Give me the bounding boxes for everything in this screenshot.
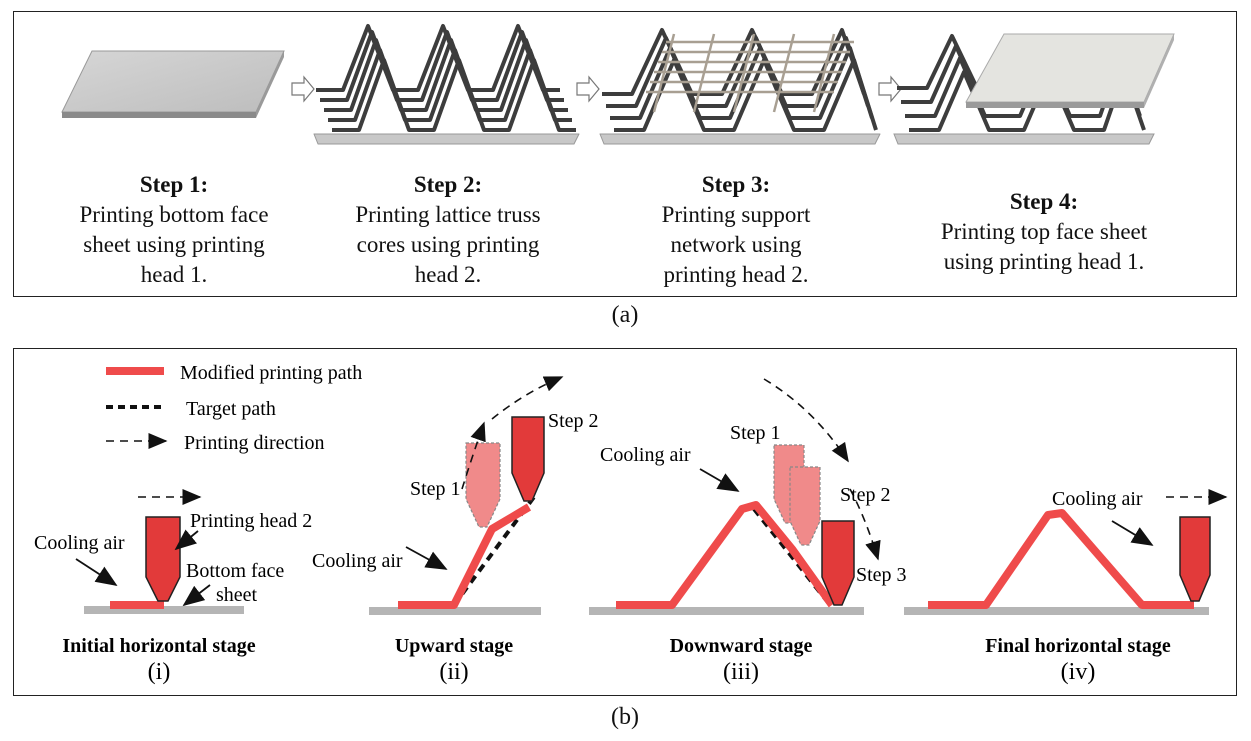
stage-iii: Step 1 Step 2 Step 3 Cooling air Downwar… — [589, 378, 907, 685]
step2-description: Printing lattice truss cores using print… — [355, 202, 541, 287]
stage-i-number: (i) — [148, 659, 171, 685]
stage-iv-cooling-arrow — [1111, 520, 1154, 546]
step2-title: Step 2: — [413, 172, 483, 197]
stage-iii-cooling-arrow — [699, 468, 740, 492]
stage-iii-step2-label: Step 2 — [840, 484, 891, 506]
stage-ii-direction-arrow-1 — [461, 421, 486, 490]
stage-i-base — [84, 606, 244, 614]
step4-title: Step 4: — [1009, 189, 1079, 214]
step3-description: Printing support network using printing … — [661, 202, 811, 287]
stage-i-head-arrow — [174, 529, 199, 551]
stage-i-cooling-label: Cooling air — [34, 532, 125, 554]
stage-iii-number: (iii) — [723, 659, 759, 685]
stage-iv-number: (iv) — [1061, 659, 1096, 685]
stage-ii: Step 1 Step 2 Cooling air Upward stage (… — [312, 376, 599, 685]
step1-text: Step 1: Printing bottom face sheet using… — [44, 170, 304, 290]
step-arrow-1 — [291, 75, 315, 103]
stage-iv-printing-head-icon — [1179, 516, 1211, 602]
step2-text: Step 2: Printing lattice truss cores usi… — [318, 170, 578, 290]
stage-i-head-label: Printing head 2 — [190, 510, 312, 532]
stage-i-cooling-arrow — [75, 558, 118, 586]
stage-i: Cooling air Printing head 2 Bottom face … — [34, 489, 312, 685]
legend-direction-label: Printing direction — [184, 432, 325, 454]
stage-ii-step1-label: Step 1 — [410, 478, 461, 500]
stage-iv-cooling-label: Cooling air — [1052, 488, 1143, 510]
step4-text: Step 4: Printing top face sheet using pr… — [894, 187, 1194, 277]
stage-iii-step1-label: Step 1 — [730, 422, 781, 444]
stage-iii-path — [616, 501, 836, 609]
stage-i-printing-head-icon — [145, 516, 181, 602]
stage-iii-cooling-label: Cooling air — [600, 444, 691, 466]
stage-ii-number: (ii) — [439, 659, 468, 685]
stage-i-sheet-label-line2: sheet — [216, 584, 258, 606]
panel-a-illustrations — [61, 24, 1175, 145]
stage-ii-title: Upward stage — [395, 635, 513, 657]
stage-iii-base — [589, 607, 864, 615]
stage-ii-step2-label: Step 2 — [548, 410, 599, 432]
stage-ii-base — [369, 607, 541, 615]
stage-i-sheet-label-line1: Bottom face — [186, 560, 284, 582]
step3-text: Step 3: Printing support network using p… — [606, 170, 866, 290]
caption-b: (b) — [611, 704, 639, 730]
step3-support-network-image — [599, 28, 881, 145]
stage-ii-printing-head-icon — [511, 416, 545, 502]
panel-b: Modified printing path Target path Print… — [13, 348, 1237, 696]
stage-iii-title: Downward stage — [670, 635, 813, 657]
step4-top-face-sheet-image — [893, 33, 1175, 145]
step3-title: Step 3: — [701, 172, 771, 197]
panel-a: Step 1: Printing bottom face sheet using… — [13, 11, 1237, 297]
stage-iii-direction-arrow-1 — [763, 378, 849, 463]
stage-iv-path — [928, 509, 1194, 609]
stage-i-sheet-arrow — [182, 584, 211, 607]
stage-ii-direction-arrow-2 — [491, 376, 564, 420]
panel-b-diagram: Modified printing path Target path Print… — [34, 362, 1228, 685]
stage-iv-base — [904, 607, 1209, 615]
stage-iii-direction-arrow-2 — [849, 488, 881, 561]
stage-iii-printing-head-icon — [821, 520, 855, 606]
stage-iv: Cooling air Final horizontal stage (iv) — [904, 488, 1228, 685]
stage-ii-ghost-head-icon — [465, 442, 501, 528]
stage-ii-path — [398, 503, 532, 609]
step-arrow-2 — [576, 75, 600, 103]
legend: Modified printing path Target path Print… — [106, 362, 362, 454]
stage-i-title: Initial horizontal stage — [62, 635, 255, 657]
step4-description: Printing top face sheet using printing h… — [940, 219, 1148, 274]
stage-iii-ghost-head-2-icon — [789, 466, 821, 546]
legend-modified-label: Modified printing path — [180, 362, 362, 384]
stage-iii-step3-label: Step 3 — [856, 564, 907, 586]
step1-title: Step 1: — [139, 172, 209, 197]
step-arrow-3 — [878, 75, 902, 103]
step1-description: Printing bottom face sheet using printin… — [79, 202, 269, 287]
step1-face-sheet-image — [61, 50, 285, 118]
stage-ii-cooling-arrow — [405, 546, 448, 570]
caption-a: (a) — [611, 302, 639, 328]
step2-lattice-truss-image — [313, 24, 580, 145]
stage-ii-cooling-label: Cooling air — [312, 550, 403, 572]
legend-target-label: Target path — [186, 398, 276, 420]
stage-iv-title: Final horizontal stage — [985, 635, 1171, 657]
